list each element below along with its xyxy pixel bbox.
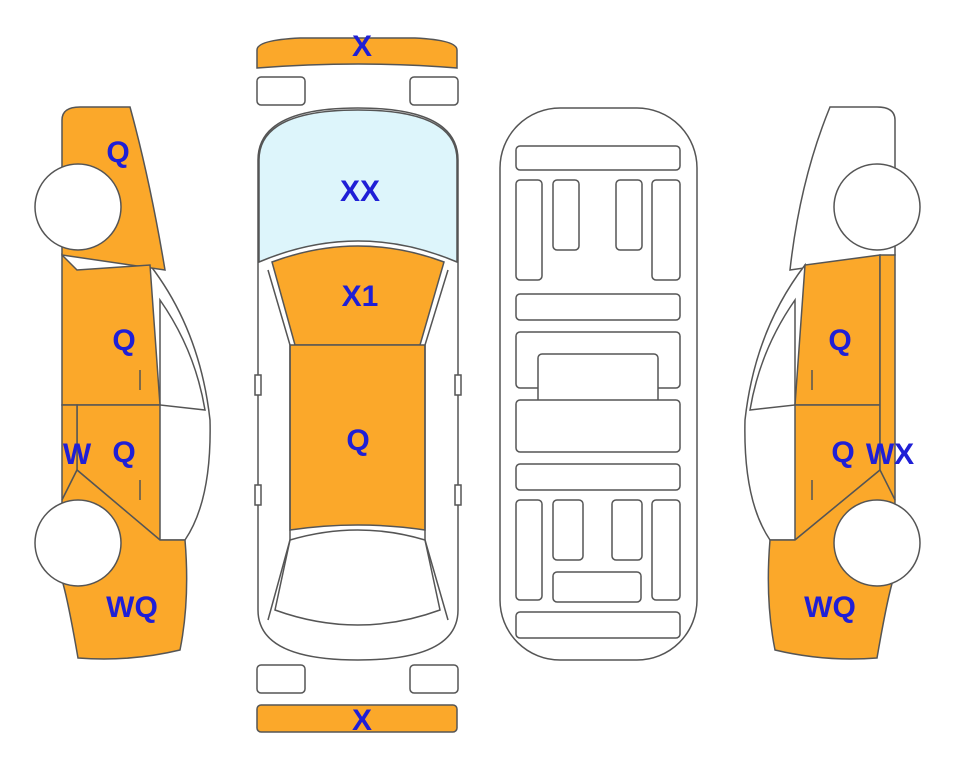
left-rocker-label: W — [63, 438, 92, 471]
left-rear-quarter-label: WQ — [106, 591, 158, 624]
headlight-left — [256, 76, 306, 106]
taillight-right — [409, 664, 459, 694]
headlight-right — [409, 76, 459, 106]
hood-label: X1 — [342, 280, 379, 313]
left-front-door-label: Q — [112, 324, 135, 357]
hood-panel[interactable] — [271, 245, 445, 346]
rear-bumper-label: X — [352, 704, 372, 737]
right-rear-quarter-label: WQ — [804, 591, 856, 624]
underside-view — [499, 107, 698, 661]
right-rear-wheel — [833, 499, 921, 587]
left-rear-door-label: Q — [112, 436, 135, 469]
front-bumper-label: X — [352, 30, 372, 63]
right-front-door-label: Q — [828, 324, 851, 357]
right-side-view: Q Q WX WQ — [744, 106, 921, 660]
right-front-wheel — [833, 163, 921, 251]
rear-bumper-panel[interactable] — [256, 704, 458, 733]
right-rear-door-label: Q — [831, 436, 854, 469]
left-front-door-panel[interactable] — [61, 253, 161, 406]
taillight-left — [256, 664, 306, 694]
left-side-view: Q Q Q W WQ — [34, 106, 211, 660]
windshield-panel[interactable] — [258, 109, 458, 264]
front-bumper-panel[interactable] — [256, 37, 458, 69]
left-front-wheel — [34, 163, 122, 251]
top-view: X XX X1 Q X — [254, 30, 462, 737]
left-front-fender-label: Q — [106, 136, 129, 169]
right-rocker-label: WX — [866, 438, 914, 471]
roof-label: Q — [346, 424, 369, 457]
windshield-label: XX — [340, 175, 380, 208]
left-rear-wheel — [34, 499, 122, 587]
